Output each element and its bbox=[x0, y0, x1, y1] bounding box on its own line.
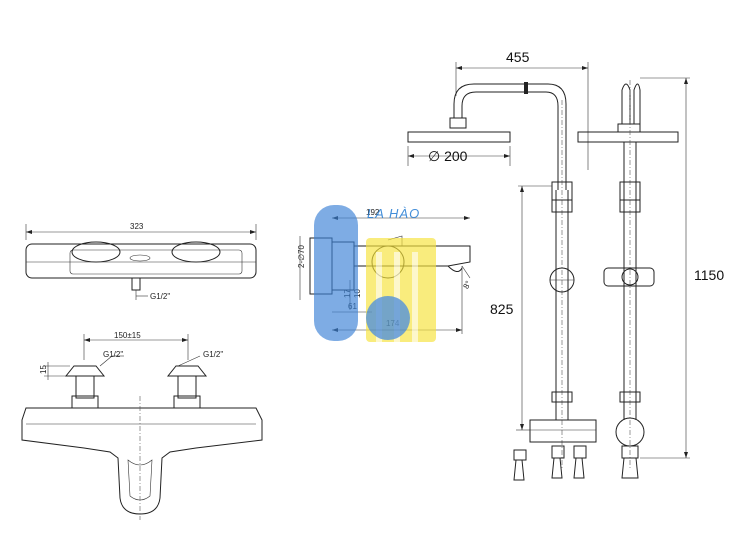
left-inlet-label: G1/2" bbox=[103, 350, 123, 359]
mixer-top-view: 323 G1/2" bbox=[25, 222, 257, 301]
width-dimension: 323 bbox=[130, 222, 144, 231]
eccentric-height-dimension: 15 bbox=[39, 365, 48, 374]
side-length-dimension: 192 bbox=[366, 208, 380, 217]
brand-watermark-logo: LA HÀO bbox=[314, 205, 436, 342]
inlet-thread-label: G1/2" bbox=[150, 292, 170, 301]
head-diameter-dimension: ∅ 200 bbox=[428, 148, 468, 164]
brand-name: LA HÀO bbox=[367, 206, 420, 221]
mixer-front-view: 150±15 G1/2" G1/2" 15 bbox=[21, 331, 263, 520]
rail-height-dimension: 825 bbox=[490, 301, 514, 317]
arm-length-dimension: 455 bbox=[506, 49, 530, 65]
shower-column-side: 1150 bbox=[577, 77, 724, 479]
right-inlet-label: G1/2" bbox=[203, 350, 223, 359]
inlet-spacing-dimension: 150±15 bbox=[114, 331, 141, 340]
spout-angle-label: 8° bbox=[461, 279, 473, 290]
diameter-dimension: 2-∅70 bbox=[297, 244, 306, 268]
shower-column-front: 455 ∅ 200 825 bbox=[407, 49, 597, 481]
total-height-dimension: 1150 bbox=[694, 267, 724, 283]
